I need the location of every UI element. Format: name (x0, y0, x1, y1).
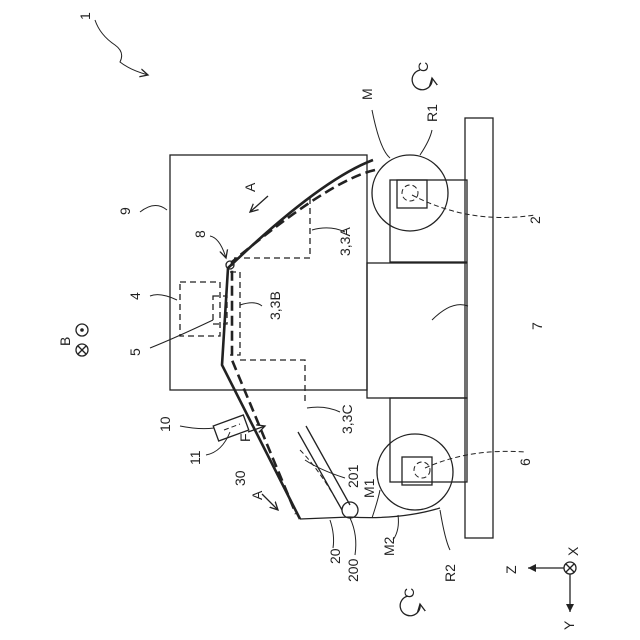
label-11: 11 (187, 450, 203, 465)
leader-20 (330, 520, 334, 548)
leader-R2 (440, 510, 450, 550)
leader-4 (150, 295, 177, 300)
label-A-bottom: A (249, 490, 265, 500)
belt-m2-segment (350, 508, 440, 518)
block-7 (367, 263, 467, 398)
label-30: 30 (232, 470, 248, 486)
leader-2 (412, 195, 535, 218)
leader-R1 (420, 130, 432, 155)
label-X: X (565, 546, 581, 556)
element-4 (180, 282, 220, 336)
leader-1 (95, 20, 148, 75)
label-4: 4 (127, 292, 143, 300)
label-M2: M2 (381, 536, 397, 556)
label-200: 200 (345, 558, 361, 582)
base-frame (465, 118, 493, 538)
label-C-bottom: C (401, 588, 417, 598)
housing-9 (170, 155, 367, 390)
label-C-top: C (415, 62, 431, 72)
label-3C: 3,3C (339, 404, 355, 434)
arm-20-a (306, 426, 350, 505)
label-R1: R1 (424, 104, 440, 122)
label-9: 9 (117, 207, 133, 215)
arrow-a-top (250, 196, 268, 212)
b-dot (80, 328, 84, 332)
leader-M (372, 110, 390, 158)
label-M1: M1 (361, 478, 377, 498)
label-Z: Z (503, 565, 519, 574)
leader-6 (425, 451, 525, 468)
label-2: 2 (527, 216, 543, 224)
leader-3B (240, 303, 262, 306)
element-11 (224, 424, 240, 430)
leader-7 (432, 305, 468, 320)
roller-r1 (372, 155, 448, 231)
label-6: 6 (517, 458, 533, 466)
belt-m1-segment (300, 517, 350, 519)
leader-9 (140, 205, 167, 212)
leader-5 (150, 320, 213, 348)
label-10: 10 (157, 416, 173, 432)
leader-11 (206, 432, 230, 455)
roller-r2-hub (402, 457, 432, 485)
leader-3C (307, 407, 340, 412)
axis-2 (402, 185, 418, 201)
label-Y: Y (561, 620, 577, 630)
leader-10 (180, 426, 214, 429)
leader-8 (210, 236, 226, 258)
label-8: 8 (192, 230, 208, 238)
label-3A: 3,3A (337, 227, 353, 256)
label-20: 20 (327, 548, 343, 564)
label-R2: R2 (442, 564, 458, 582)
roller-r2 (377, 434, 453, 510)
leader-M2 (393, 515, 398, 540)
label-7: 7 (529, 322, 545, 330)
label-M: M (359, 88, 375, 100)
label-A-top: A (242, 182, 258, 192)
axis-6 (414, 462, 430, 478)
roller-r1-hub (397, 180, 427, 208)
label-F: F (237, 433, 253, 442)
belt-m-dashed (232, 170, 375, 514)
label-B: B (57, 337, 73, 346)
label-3B: 3,3B (267, 291, 283, 320)
label-201: 201 (345, 464, 361, 488)
label-5: 5 (127, 348, 143, 356)
label-fig: 1 (77, 12, 93, 20)
leader-200 (350, 518, 356, 555)
region-3B (230, 272, 240, 355)
region-3C (240, 360, 305, 405)
